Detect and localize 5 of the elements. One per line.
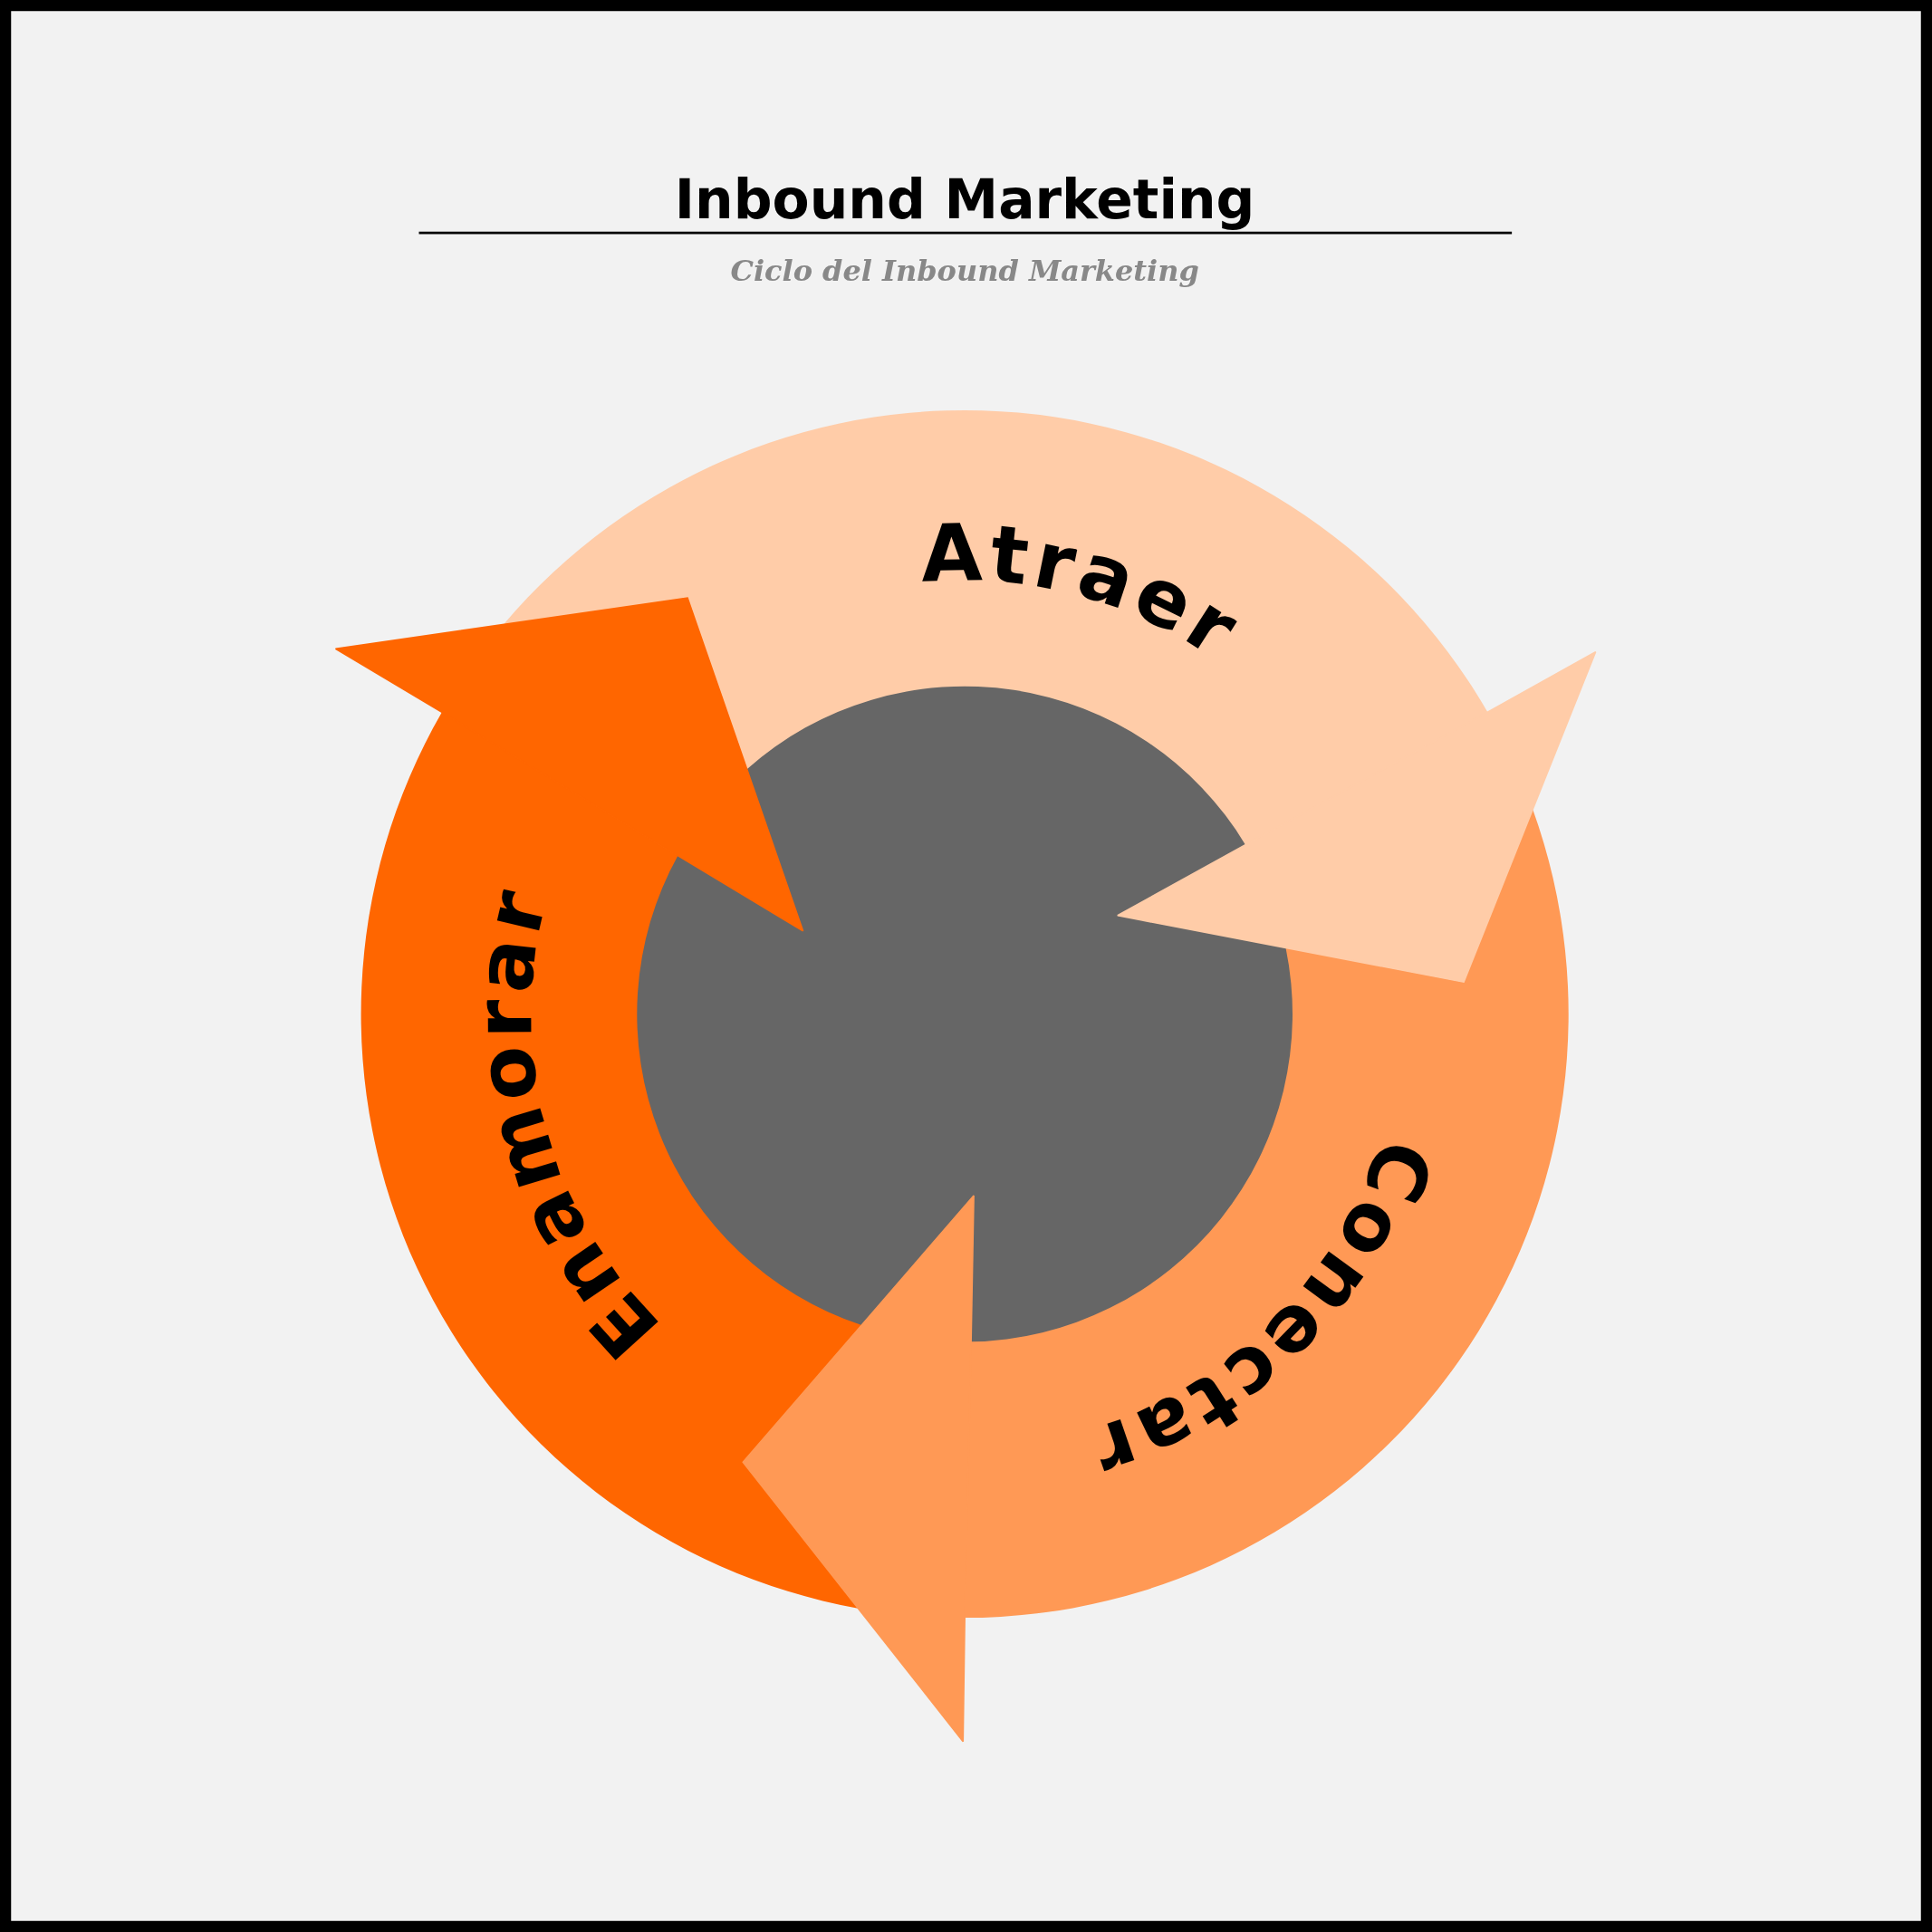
curved-band (503, 410, 1488, 845)
curved-band (965, 809, 1569, 1619)
stage-label: Atraer (920, 506, 1258, 678)
subtitle: Ciclo del Inbound Marketing (730, 257, 1199, 287)
curved-band (360, 712, 862, 1609)
